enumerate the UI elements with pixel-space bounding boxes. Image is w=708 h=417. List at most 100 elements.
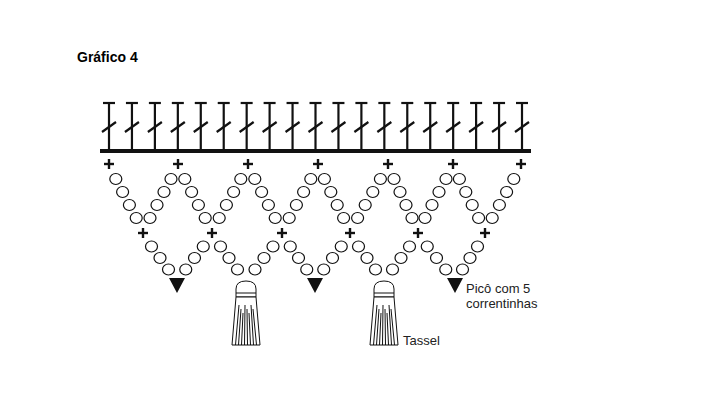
chain-stitch [327, 253, 339, 264]
chain-stitch [419, 213, 431, 224]
chain-stitch [460, 187, 472, 198]
chain-stitch [352, 213, 364, 224]
single-crochet-symbol [243, 159, 253, 169]
single-crochet-symbol [207, 228, 217, 238]
chain-stitch [117, 187, 129, 198]
chain-stitch [197, 241, 209, 252]
chain-stitch [440, 264, 452, 275]
chain-stitch [186, 187, 198, 198]
chain-stitch [431, 253, 443, 264]
chain-stitch [338, 213, 350, 224]
double-crochet-symbol [354, 103, 368, 150]
chain-stitch [331, 200, 343, 211]
chain-stitch [262, 200, 274, 211]
chain-stitch [258, 253, 270, 264]
double-crochet-symbol [194, 103, 208, 150]
chain-stitch [426, 200, 438, 211]
chain-stitch [146, 241, 158, 252]
chain-stitch [215, 241, 227, 252]
single-crochet-symbol [448, 159, 458, 169]
double-crochet-symbol [309, 103, 323, 150]
chain-stitch [151, 200, 163, 211]
chain-stitch [249, 174, 261, 185]
chain-stitch [301, 264, 313, 275]
double-crochet-symbol [377, 103, 391, 150]
chain-stitch [235, 174, 247, 185]
chain-stitch [464, 253, 476, 264]
double-crochet-symbol [469, 103, 483, 150]
chain-stitch [130, 213, 142, 224]
chain-stitch [472, 241, 484, 252]
picot-symbol [447, 278, 463, 293]
single-crochet-symbol [516, 159, 526, 169]
chain-stitch [189, 253, 201, 264]
chain-stitch [453, 174, 465, 185]
chain-stitch [179, 174, 191, 185]
chain-stitch [290, 200, 302, 211]
chain-stitch [249, 264, 261, 275]
chain-stitch [256, 187, 268, 198]
chain-stitch [325, 187, 337, 198]
chain-stitch [318, 174, 330, 185]
chain-stitch [110, 174, 122, 185]
chain-stitch [232, 264, 244, 275]
single-crochet-symbol [345, 228, 355, 238]
double-crochet-symbol [446, 103, 460, 150]
chain-stitch [192, 200, 204, 211]
single-crochet-symbol [138, 228, 148, 238]
double-crochet-symbol [240, 103, 254, 150]
chain-stitch [493, 200, 505, 211]
chain-stitch [284, 241, 296, 252]
picot-symbol [169, 278, 185, 293]
chain-stitch [508, 174, 520, 185]
chain-stitch [269, 213, 281, 224]
chain-stitch [374, 174, 386, 185]
chain-stitch [466, 200, 478, 211]
double-crochet-symbol [331, 103, 345, 150]
single-crochet-symbol [383, 159, 393, 169]
chain-stitch [305, 174, 317, 185]
chain-stitch [180, 264, 192, 275]
chain-stitch [283, 213, 295, 224]
chain-stitch [394, 187, 406, 198]
chain-stitch [501, 187, 513, 198]
double-crochet-symbol [492, 103, 506, 150]
chain-stitch [220, 200, 232, 211]
chain-stitch [335, 241, 347, 252]
double-crochet-symbol [102, 103, 116, 150]
tassel-drawing [370, 281, 398, 345]
chain-stitch [387, 264, 399, 275]
chain-stitch [473, 213, 485, 224]
chain-stitch [293, 253, 305, 264]
double-crochet-symbol [515, 103, 529, 150]
chain-stitch [361, 253, 373, 264]
chain-stitch [267, 241, 279, 252]
chain-stitch [318, 264, 330, 275]
chain-stitch [440, 174, 452, 185]
chain-stitch [404, 241, 416, 252]
chain-stitch [298, 187, 310, 198]
chain-stitch [433, 187, 445, 198]
single-crochet-symbol [413, 228, 423, 238]
chain-stitch [359, 200, 371, 211]
double-crochet-symbol [400, 103, 414, 150]
picot-symbol [307, 278, 323, 293]
double-crochet-symbol [423, 103, 437, 150]
picot-label: Picô com 5 correntinhas [466, 281, 576, 311]
single-crochet-symbol [277, 228, 287, 238]
double-crochet-symbol [286, 103, 300, 150]
chain-stitch [223, 253, 235, 264]
chain-stitch [154, 253, 166, 264]
double-crochet-symbol [263, 103, 277, 150]
chain-stitch [163, 264, 175, 275]
double-crochet-symbol [148, 103, 162, 150]
chain-stitch [457, 264, 469, 275]
single-crochet-symbol [480, 228, 490, 238]
chain-stitch [165, 174, 177, 185]
chain-stitch [400, 200, 412, 211]
chain-stitch [486, 213, 498, 224]
chain-stitch [213, 213, 225, 224]
chain-stitch [144, 213, 156, 224]
double-crochet-symbol [217, 103, 231, 150]
single-crochet-symbol [313, 159, 323, 169]
